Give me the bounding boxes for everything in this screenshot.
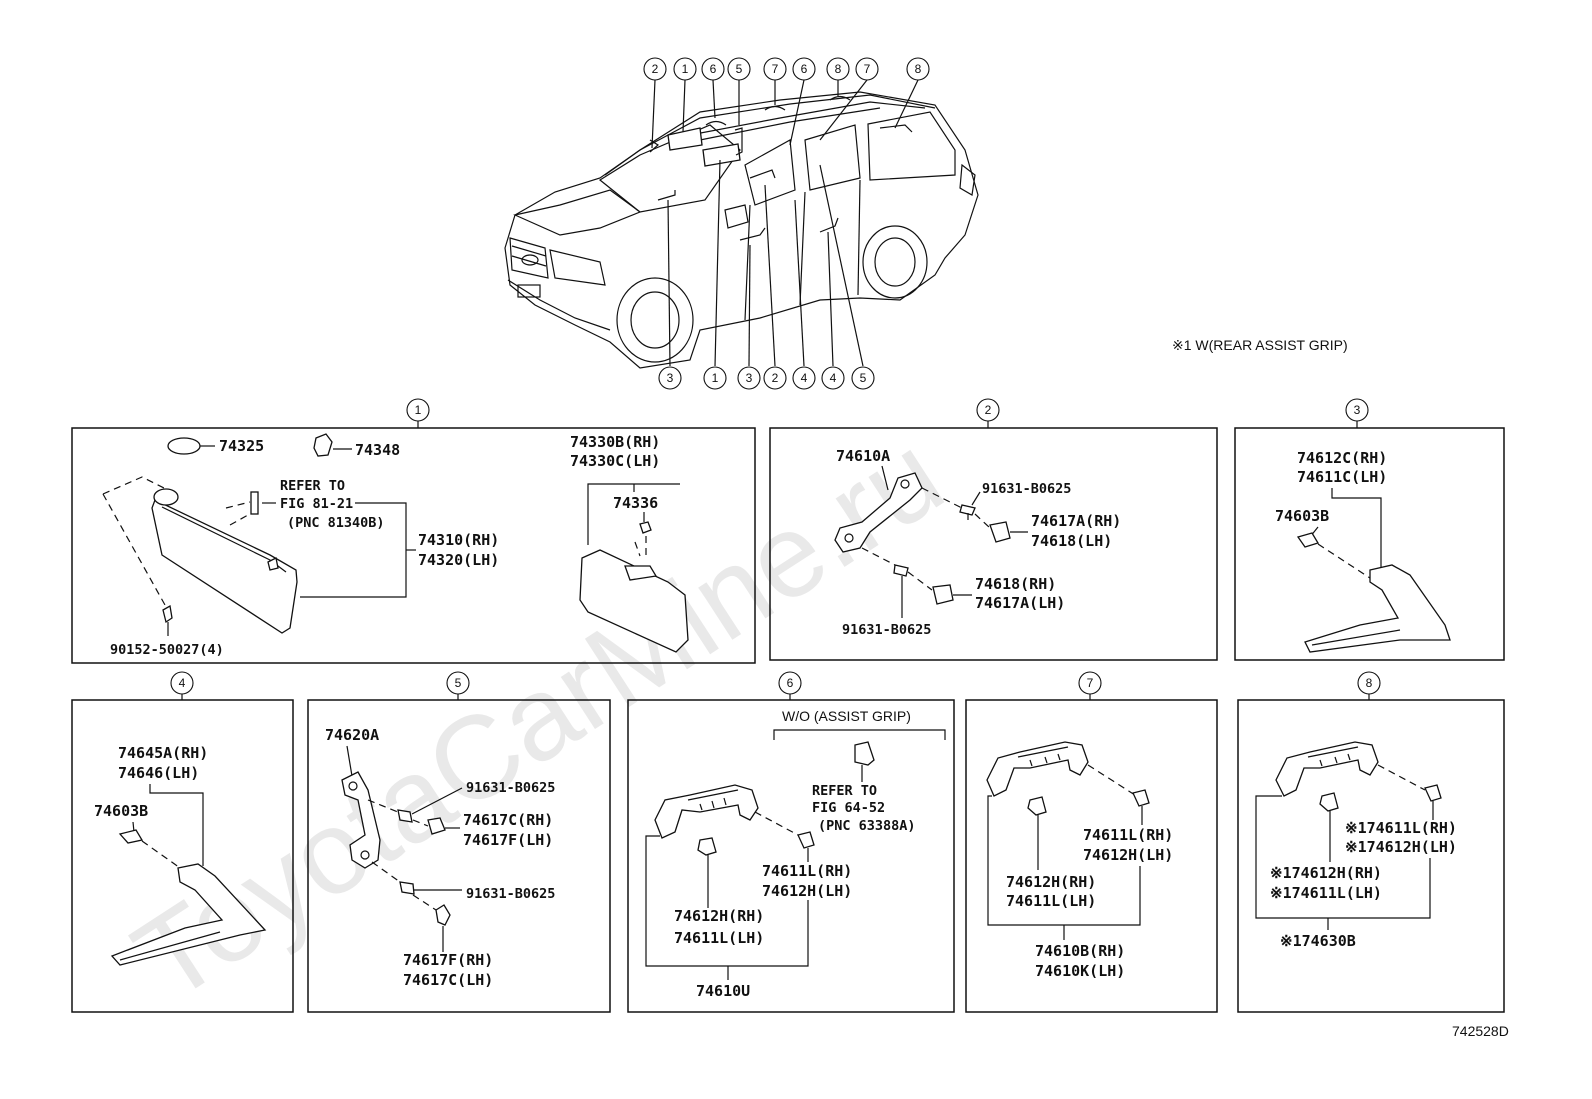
svg-text:1: 1 <box>712 371 719 385</box>
label-c2-lh: 74611L(LH) <box>1006 892 1096 910</box>
label-c1-rh: 74611L(RH) <box>762 862 852 880</box>
svg-text:4: 4 <box>801 371 808 385</box>
svg-text:7: 7 <box>772 62 779 76</box>
panel-number: 4 <box>179 676 186 690</box>
vehicle-illustration: 2 1 6 5 7 6 8 7 8 3 1 3 2 4 4 5 <box>504 57 979 390</box>
label-c2-lh: ※174611L(LH) <box>1270 884 1382 902</box>
label-74617c-rh: 74617C(RH) <box>463 811 553 829</box>
refer-line-3: (PNC 63388A) <box>818 818 916 834</box>
label-74603b: 74603B <box>94 802 148 820</box>
label-c1-lh: 74612H(LH) <box>762 882 852 900</box>
label-74612c-rh: 74612C(RH) <box>1297 449 1387 467</box>
svg-text:5: 5 <box>860 371 867 385</box>
label-74617f-lh: 74617F(LH) <box>463 831 553 849</box>
label-74325: 74325 <box>219 437 264 455</box>
svg-text:8: 8 <box>835 62 842 76</box>
panel-number: 5 <box>455 676 462 690</box>
label-screw: 90152-50027(4) <box>110 642 224 658</box>
wo-assist-grip-label: W/O (ASSIST GRIP) <box>782 708 911 724</box>
panel-6-assist-grip: 6 W/O (ASSIST GRIP) REFER TO FIG 64-52 (… <box>627 671 955 1013</box>
panel-8-rear-assist-grip: 8 ※174611L(RH) ※174612H(LH) ※174612H(RH)… <box>1237 671 1505 1013</box>
label-c2-rh: 74612H(RH) <box>674 907 764 925</box>
label-74330c-lh: 74330C(LH) <box>570 452 660 470</box>
label-74617c-lh: 74617C(LH) <box>403 971 493 989</box>
car-callouts-bottom: 3 1 3 2 4 4 5 <box>658 366 875 390</box>
panel-number: 3 <box>1354 403 1361 417</box>
label-bolt-top: 91631-B0625 <box>982 481 1071 497</box>
refer-line-1: REFER TO <box>280 478 345 494</box>
label-74617f-rh: 74617F(RH) <box>403 951 493 969</box>
label-74320-lh: 74320(LH) <box>418 551 499 569</box>
svg-text:2: 2 <box>772 371 779 385</box>
panel-5-assist-grip: 5 74620A 91631-B0625 74617C(RH) 74617F(L… <box>307 671 611 1013</box>
label-74645a-rh: 74645A(RH) <box>118 744 208 762</box>
label-74610k-lh: 74610K(LH) <box>1035 962 1125 980</box>
label-74611c-lh: 74611C(LH) <box>1297 468 1387 486</box>
svg-text:2: 2 <box>652 62 659 76</box>
label-74603b: 74603B <box>1275 507 1329 525</box>
label-bolt-bottom: 91631-B0625 <box>466 886 555 902</box>
refer-line-2: FIG 64-52 <box>812 800 885 816</box>
panel-2-front-grip: 2 74610A 91631-B0625 74617A(RH) 74618(LH… <box>769 398 1218 661</box>
label-74336: 74336 <box>613 494 658 512</box>
panel-number: 6 <box>787 676 794 690</box>
label-74620a: 74620A <box>325 726 379 744</box>
label-74610u: 74610U <box>696 982 750 1000</box>
label-c1-rh: 74611L(RH) <box>1083 826 1173 844</box>
label-c1-lh: 74612H(LH) <box>1083 846 1173 864</box>
panel-4-pillar-garnish: 4 74645A(RH) 74646(LH) 74603B <box>71 671 294 1013</box>
figure-code: 742528D <box>1452 1023 1509 1039</box>
svg-text:1: 1 <box>682 62 689 76</box>
svg-text:7: 7 <box>864 62 871 76</box>
label-74618-lh: 74618(LH) <box>1031 532 1112 550</box>
panel-7-assist-grip: 7 74611L(RH) 74612H(LH) 74612H(RH) 74611… <box>965 671 1218 1013</box>
panel-3-pillar-garnish: 3 74612C(RH) 74611C(LH) 74603B <box>1234 398 1505 661</box>
svg-text:4: 4 <box>830 371 837 385</box>
label-74617a-lh: 74617A(LH) <box>975 594 1065 612</box>
label-c2-rh: 74612H(RH) <box>1006 873 1096 891</box>
label-bolt-bottom: 91631-B0625 <box>842 622 931 638</box>
svg-text:3: 3 <box>746 371 753 385</box>
label-bolt-top: 91631-B0625 <box>466 780 555 796</box>
label-c1-rh: ※174611L(RH) <box>1345 819 1457 837</box>
car-callouts-top: 2 1 6 5 7 6 8 7 8 <box>643 57 930 81</box>
svg-text:8: 8 <box>915 62 922 76</box>
label-74610a: 74610A <box>836 447 890 465</box>
svg-text:3: 3 <box>667 371 674 385</box>
svg-text:6: 6 <box>710 62 717 76</box>
rear-assist-grip-note: ※1 W(REAR ASSIST GRIP) <box>1172 337 1348 353</box>
label-74330b-rh: 74330B(RH) <box>570 433 660 451</box>
label-74630b: ※174630B <box>1280 932 1356 950</box>
panel-number: 8 <box>1366 676 1373 690</box>
label-c2-lh: 74611L(LH) <box>674 929 764 947</box>
svg-text:6: 6 <box>801 62 808 76</box>
panel-number: 2 <box>985 403 992 417</box>
label-c1-lh: ※174612H(LH) <box>1345 838 1457 856</box>
panel-number: 1 <box>415 403 422 417</box>
label-74348: 74348 <box>355 441 400 459</box>
svg-text:5: 5 <box>736 62 743 76</box>
panel-number: 7 <box>1087 676 1094 690</box>
label-74610b-rh: 74610B(RH) <box>1035 942 1125 960</box>
label-74618-rh: 74618(RH) <box>975 575 1056 593</box>
refer-line-3: (PNC 81340B) <box>287 515 385 531</box>
label-74310-rh: 74310(RH) <box>418 531 499 549</box>
panel-1-sun-visor: 1 74325 74348 90152-50027(4) REFER TO FI… <box>71 398 756 664</box>
label-74646-lh: 74646(LH) <box>118 764 199 782</box>
label-74617a-rh: 74617A(RH) <box>1031 512 1121 530</box>
refer-line-2: FIG 81-21 <box>280 496 353 512</box>
label-c2-rh: ※174612H(RH) <box>1270 864 1382 882</box>
refer-line-1: REFER TO <box>812 783 877 799</box>
